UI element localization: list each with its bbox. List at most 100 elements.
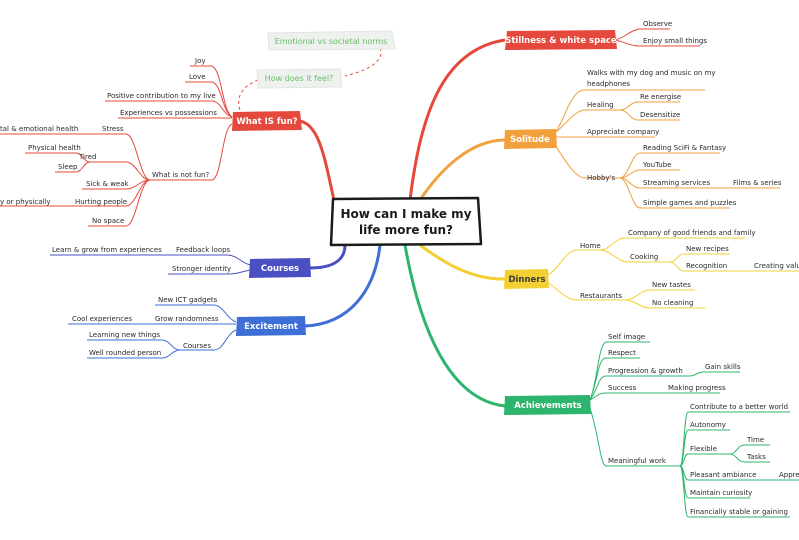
achievements-flexible: Flexible	[690, 445, 717, 453]
excitement-courses: Courses	[183, 342, 211, 350]
solitude-youtube: YouTube	[642, 161, 671, 169]
branch-stillness-label: Stillness & white space	[505, 36, 617, 46]
branch-curve-solitude	[418, 138, 506, 201]
stillness-observe: Observe	[643, 20, 672, 28]
branch-stillness[interactable]: Stillness & white space	[505, 30, 617, 50]
branch-excitement-label: Excitement	[244, 322, 298, 332]
solitude-hobbys: Hobby's	[587, 174, 616, 182]
solitude-films: Films & series	[733, 179, 782, 187]
branch-achievements-label: Achievements	[514, 401, 581, 411]
branch-curve-achievements	[403, 244, 506, 408]
dinners-tastes: New tastes	[652, 281, 691, 289]
whatfun-hurting: Hurting people	[75, 198, 127, 206]
whatfun-tired: Tired	[78, 153, 96, 161]
branch-solitude[interactable]: Solitude	[504, 129, 557, 149]
branch-curve-stillness	[408, 38, 506, 201]
central-line-2: life more fun?	[359, 223, 453, 237]
dinners-connectors	[547, 237, 799, 309]
courses-identity: Stronger identity	[172, 265, 231, 273]
dinners-company: Company of good friends and family	[628, 229, 756, 237]
dinners-restaurants: Restaurants	[580, 292, 622, 300]
branch-whatfun[interactable]: What IS fun?	[232, 111, 302, 131]
solitude-games: Simple games and puzzles	[643, 199, 737, 207]
dinners-home: Home	[580, 242, 601, 250]
dinners-nocleaning: No cleaning	[652, 299, 693, 307]
whatfun-sick: Sick & weak	[86, 180, 130, 188]
solitude-streaming: Streaming services	[643, 179, 710, 187]
achievements-making: Making progress	[668, 384, 726, 392]
whatfun-physical: Physical health	[28, 144, 81, 152]
note-societal-label: Emotional vs societal norms	[275, 37, 388, 46]
stillness-connectors	[614, 28, 700, 47]
achievements-success: Success	[608, 384, 637, 392]
solitude-walks-2: headphones	[587, 80, 630, 88]
whatfun-mental: tal & emotional health	[0, 125, 78, 133]
achievements-tasks: Tasks	[746, 453, 766, 461]
excitement-learning: Learning new things	[89, 331, 160, 339]
note-feel-label: How does it feel?	[265, 74, 334, 83]
branch-curve-excitement	[304, 244, 382, 328]
excitement-rounded: Well rounded person	[89, 349, 161, 357]
branch-excitement[interactable]: Excitement	[236, 316, 306, 336]
solitude-reenergise: Re energise	[640, 93, 681, 101]
courses-feedback: Feedback loops	[176, 246, 231, 254]
dinners-recipes: New recipes	[686, 245, 729, 253]
whatfun-stress: Stress	[102, 125, 124, 133]
achievements-appre: Appre	[779, 471, 799, 479]
dinners-recognition: Recognition	[686, 262, 727, 270]
achievements-gainskills: Gain skills	[705, 363, 741, 371]
branch-dinners[interactable]: Dinners	[504, 269, 549, 289]
achievements-respect: Respect	[608, 349, 636, 357]
branch-courses-label: Courses	[261, 264, 299, 274]
achievements-pleasant: Pleasant ambiance	[690, 471, 756, 479]
stillness-enjoy: Enjoy small things	[643, 37, 707, 45]
branch-dinners-label: Dinners	[508, 275, 545, 285]
excitement-connectors	[68, 304, 237, 359]
note-societal[interactable]: Emotional vs societal norms	[267, 30, 396, 51]
solitude-connectors	[554, 89, 780, 209]
whatfun-love: Love	[189, 73, 206, 81]
solitude-desensitize: Desensitize	[640, 111, 680, 119]
branch-courses[interactable]: Courses	[249, 258, 311, 278]
courses-learn: Learn & grow from experiences	[52, 246, 162, 254]
achievements-time: Time	[746, 436, 764, 444]
achievements-progression: Progression & growth	[608, 367, 683, 375]
achievements-contribute: Contribute to a better world	[690, 403, 788, 411]
achievements-financial: Financially stable or gaining	[690, 508, 788, 516]
branch-curve-dinners	[419, 243, 506, 281]
whatfun-joy: Joy	[194, 57, 206, 65]
branch-curve-whatfun	[299, 119, 337, 206]
branch-achievements[interactable]: Achievements	[504, 395, 591, 415]
solitude-reading: Reading SciFi & Fantasy	[643, 144, 726, 152]
whatfun-hurting-cut: y or physically	[0, 198, 51, 206]
solitude-healing: Healing	[587, 101, 614, 109]
note-connector	[238, 79, 259, 111]
whatfun-connectors	[0, 65, 233, 227]
excitement-ict: New ICT gadgets	[158, 296, 218, 304]
dinners-creating: Creating value	[754, 262, 799, 270]
branch-solitude-label: Solitude	[510, 135, 550, 145]
excitement-cool: Cool experiences	[72, 315, 132, 323]
central-line-1: How can I make my	[340, 207, 471, 221]
whatfun-experiences: Experiences vs possessions	[120, 109, 217, 117]
note-connector	[344, 47, 382, 77]
note-feel[interactable]: How does it feel?	[256, 68, 343, 89]
central-node[interactable]: How can I make my life more fun?	[329, 196, 483, 247]
achievements-autonomy: Autonomy	[690, 421, 726, 429]
branch-whatfun-label: What IS fun?	[236, 117, 297, 127]
solitude-appreciate: Appreciate company	[587, 128, 659, 136]
achievements-connectors	[589, 341, 799, 518]
whatfun-positive: Positive contribution to my live	[107, 92, 216, 100]
achievements-selfimage: Self image	[608, 333, 645, 341]
courses-connectors	[50, 254, 251, 275]
whatfun-nospace: No space	[92, 217, 124, 225]
solitude-walks: Walks with my dog and music on my	[587, 69, 716, 77]
excitement-randomness: Grow randomness	[155, 315, 219, 323]
dinners-cooking: Cooking	[630, 253, 658, 261]
whatfun-notfun: What is not fun?	[152, 171, 209, 179]
achievements-meaningful: Meaningful work	[608, 457, 667, 465]
branch-curve-courses	[309, 244, 347, 270]
achievements-curiosity: Maintain curiosity	[690, 489, 752, 497]
whatfun-sleep: Sleep	[58, 163, 78, 171]
